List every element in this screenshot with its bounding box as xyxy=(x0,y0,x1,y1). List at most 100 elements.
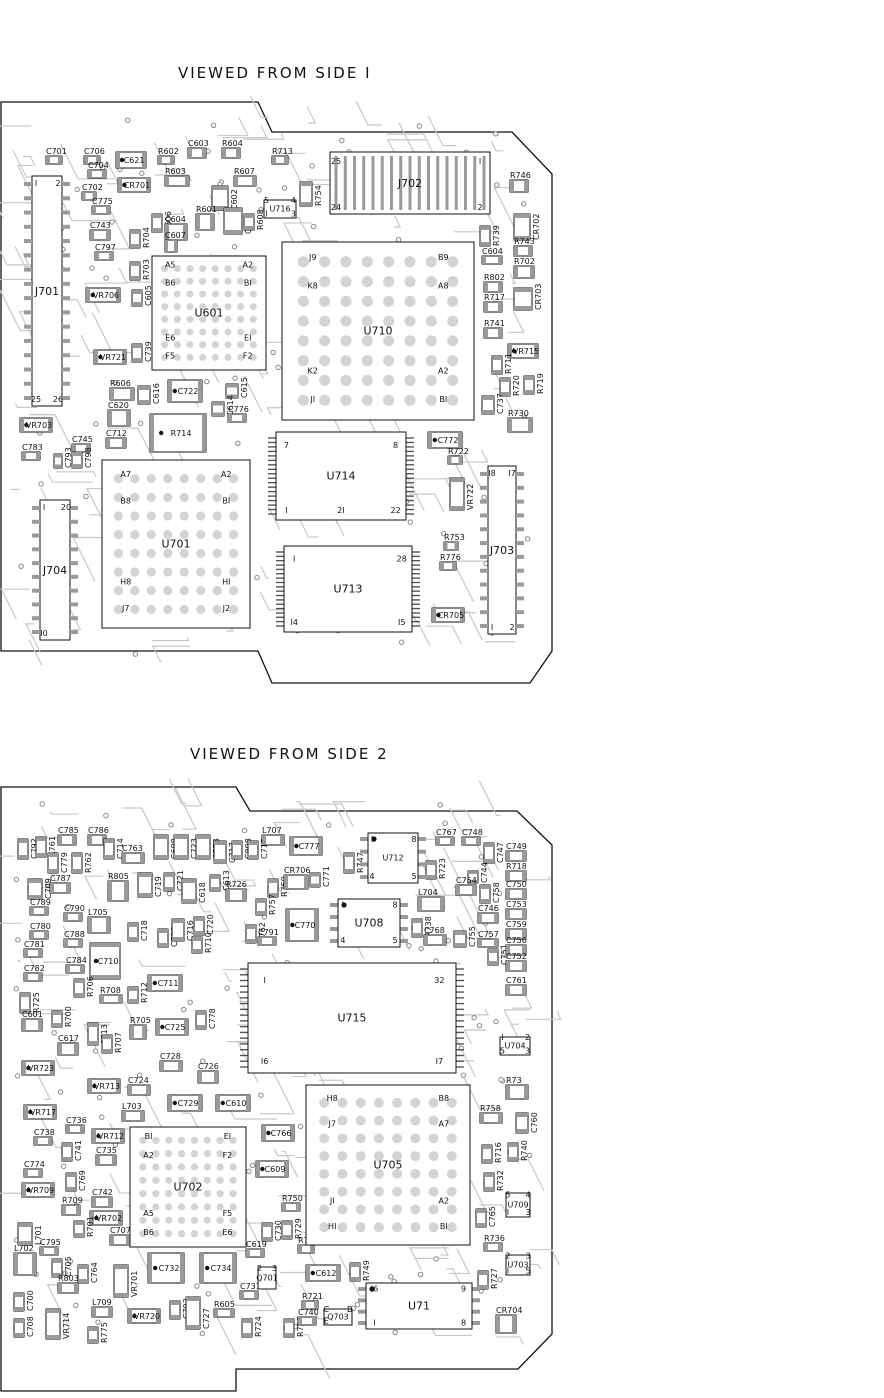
component-label: C779 xyxy=(60,852,69,873)
ball xyxy=(229,1150,237,1158)
component-label: C706 xyxy=(84,147,105,156)
ball xyxy=(113,492,124,502)
ball xyxy=(203,1203,211,1211)
component-pad xyxy=(258,937,262,945)
trace xyxy=(0,278,35,281)
component-pad xyxy=(522,889,526,899)
ball xyxy=(211,341,219,349)
component-pad xyxy=(272,937,276,945)
connector-pin xyxy=(62,338,70,343)
connector-pin xyxy=(516,513,524,518)
component-pad xyxy=(72,853,82,857)
component-pad xyxy=(174,855,188,859)
pin-label: 2 xyxy=(477,203,482,212)
component-pad xyxy=(202,148,206,158)
trace xyxy=(495,1336,525,1345)
component-r602: R602 xyxy=(157,147,179,165)
component-label: R712 xyxy=(140,982,149,1003)
component-label: C756 xyxy=(506,936,527,945)
ball xyxy=(297,335,309,347)
ball xyxy=(297,394,309,406)
component-label: R701 xyxy=(86,1216,95,1237)
component-label: C601 xyxy=(22,1010,43,1019)
component-pad xyxy=(246,1249,250,1257)
trace xyxy=(243,133,285,140)
component-pad xyxy=(498,282,502,292)
ball xyxy=(163,492,173,502)
trace xyxy=(306,106,317,124)
component-r803: R803 xyxy=(57,1274,79,1294)
component-pad xyxy=(516,1113,528,1117)
via xyxy=(326,822,332,828)
pin-label: 8 xyxy=(393,441,398,450)
component-c701: C701 xyxy=(45,147,67,165)
ball xyxy=(177,1163,186,1171)
component-c705: C705 xyxy=(51,1256,73,1278)
component-pad xyxy=(528,418,532,432)
ball xyxy=(161,303,169,311)
component-pad xyxy=(226,394,238,398)
pin-label: E6 xyxy=(165,333,175,342)
ic-lead xyxy=(418,875,426,879)
ball xyxy=(373,1151,384,1162)
component-c769: C769 xyxy=(65,1170,87,1192)
ball xyxy=(216,1176,224,1184)
ball xyxy=(355,1186,366,1197)
component-label: VR720 xyxy=(134,1312,160,1321)
pin-label: F2 xyxy=(243,352,253,361)
via xyxy=(258,1092,264,1098)
component-pad xyxy=(236,148,240,158)
ball xyxy=(146,474,156,484)
component-label: C767 xyxy=(436,828,457,837)
trace xyxy=(47,473,93,483)
component-r607: R607 xyxy=(233,167,257,187)
ball xyxy=(203,1176,211,1184)
connector-pin xyxy=(480,624,488,628)
component-pad xyxy=(106,438,110,448)
connector-pin xyxy=(62,396,70,400)
component-c700: C700 xyxy=(13,1290,35,1312)
component-c766: C766 xyxy=(261,1124,295,1142)
component-pad xyxy=(240,1291,244,1299)
ball xyxy=(373,1168,384,1179)
connector-pin xyxy=(24,210,32,215)
component-label: C707 xyxy=(110,1226,131,1235)
component-label: CR702 xyxy=(532,214,541,240)
trace xyxy=(306,177,340,181)
component-pad xyxy=(214,1071,218,1083)
component-vr712: VR712 xyxy=(91,1128,125,1144)
trace xyxy=(485,640,516,644)
ball xyxy=(297,295,309,307)
component-c753: C753 xyxy=(505,900,527,920)
component-r743: R743 xyxy=(513,237,535,257)
ball xyxy=(355,1222,366,1233)
component-pad xyxy=(514,236,530,240)
ball xyxy=(340,374,352,386)
component-pad xyxy=(96,156,100,164)
component-label: R603 xyxy=(165,167,186,176)
component-pad xyxy=(230,1309,234,1317)
ball xyxy=(337,1168,348,1179)
component-label: C604 xyxy=(482,247,503,256)
ball xyxy=(165,1203,173,1211)
connector-pin xyxy=(24,267,32,272)
ball xyxy=(146,548,156,558)
ball xyxy=(211,265,219,273)
ball xyxy=(447,374,459,386)
component-label: R714 xyxy=(171,429,192,438)
component-label: C772 xyxy=(438,436,459,445)
component-pad xyxy=(508,1157,518,1161)
pin-label: I xyxy=(265,210,267,219)
ball xyxy=(186,303,194,311)
trace xyxy=(281,1150,299,1178)
via xyxy=(476,1023,483,1029)
connector-pin xyxy=(70,630,78,634)
via xyxy=(205,1291,212,1297)
component-label: R802 xyxy=(484,273,505,282)
pin-label: A2 xyxy=(438,1196,449,1205)
component-vr701: VR701 xyxy=(113,1264,139,1298)
component-label: C727 xyxy=(202,1308,211,1329)
component-pad xyxy=(74,1221,84,1225)
